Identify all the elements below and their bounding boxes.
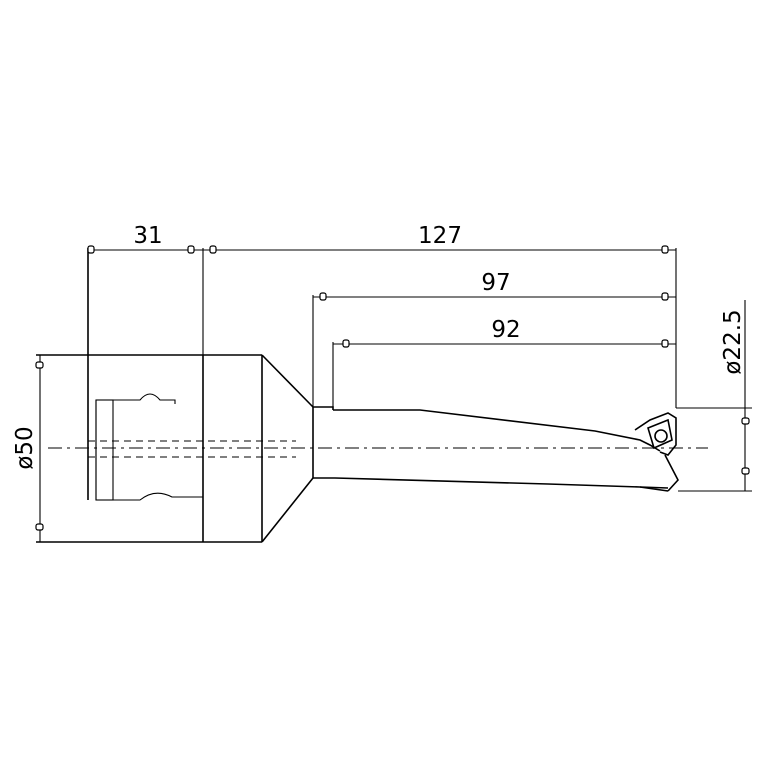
shank-body — [36, 248, 263, 543]
dim-cutting-diameter: ø22.5 — [676, 300, 752, 492]
dim-overall-length: 127 — [203, 223, 677, 408]
dim-shank-length: 31 — [87, 223, 204, 355]
dim-usable-length: 92 — [332, 317, 676, 407]
dim-shank-diameter-label: ø50 — [12, 426, 38, 469]
dim-overall-length-label: 127 — [418, 223, 462, 249]
dim-usable-length-label: 92 — [491, 317, 520, 343]
coolant-bore — [88, 440, 296, 458]
dim-flute-length: 97 — [312, 270, 676, 407]
dim-shank-diameter: ø50 — [12, 355, 44, 542]
dim-shank-length-label: 31 — [133, 223, 162, 249]
dim-cutting-diameter-label: ø22.5 — [720, 309, 746, 374]
taper-neck — [261, 354, 314, 543]
dim-flute-length-label: 97 — [481, 270, 510, 296]
drill-body — [312, 406, 679, 492]
